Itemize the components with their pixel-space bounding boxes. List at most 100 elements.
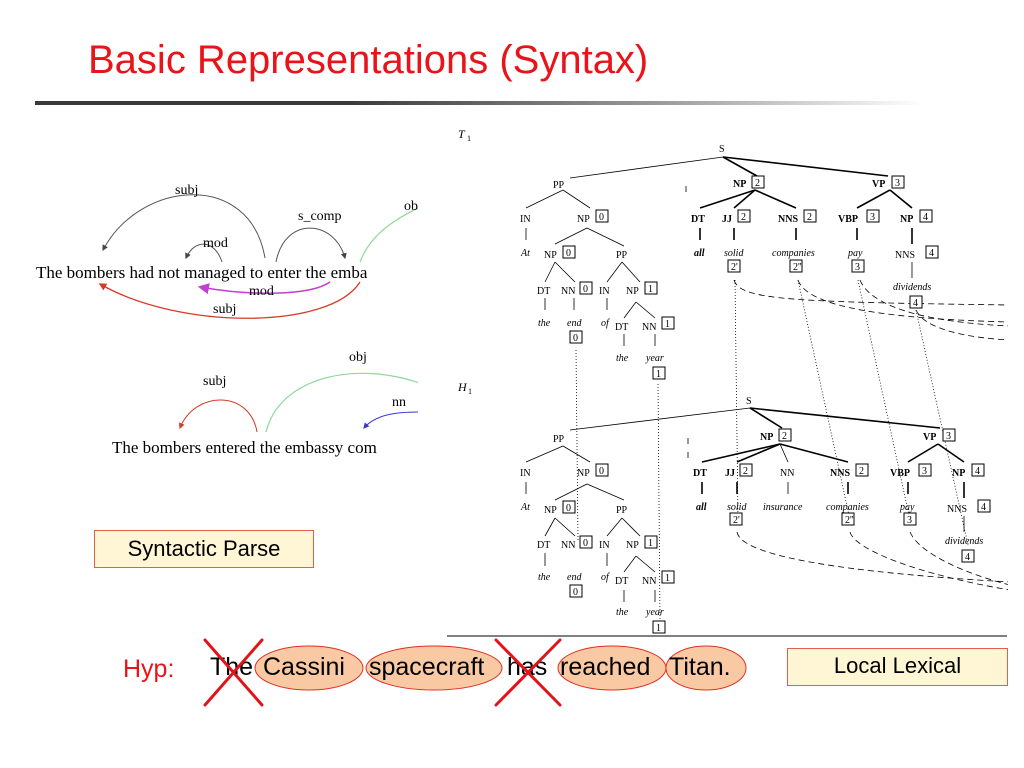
index-box <box>942 428 956 442</box>
index-box <box>595 209 609 223</box>
index-box <box>971 463 985 477</box>
index-box-number: 1 <box>665 319 670 330</box>
t1-all: all <box>694 248 705 259</box>
index-box <box>562 245 576 259</box>
index-box <box>644 281 658 295</box>
cross-has-b <box>494 638 562 707</box>
h1-S: S <box>746 396 752 407</box>
index-box-number: 2 <box>782 431 787 442</box>
h1-the2: the <box>616 607 629 618</box>
h1-the: the <box>538 572 551 583</box>
index-box-number: 0 <box>573 333 578 344</box>
h1-NP0b: NP <box>544 505 557 516</box>
h1-DT: DT <box>537 540 550 551</box>
index-box <box>652 620 666 634</box>
index-box <box>778 428 792 442</box>
arc-obj-bottom <box>265 372 418 433</box>
hyp-word-spacecraft: spacecraft <box>369 653 485 681</box>
index-box <box>569 330 583 344</box>
index-box-number: 4 <box>981 502 986 513</box>
t1-DT2: DT <box>615 322 628 333</box>
arc-mod-bottom <box>197 281 331 295</box>
index-box-number: 3 <box>922 466 927 477</box>
tree-t1-label: T <box>458 127 466 141</box>
index-box-number: 0 <box>566 503 571 514</box>
arc-label-subj-top: subj <box>175 183 198 198</box>
hyp-word-cassini: Cassini <box>263 653 345 681</box>
index-box-number: 4 <box>975 466 980 477</box>
hyp-word-titan: Titan. <box>669 653 731 681</box>
dep-sentence-bottom: The bombers entered the embassy com <box>112 438 377 457</box>
h1-DT2: DT <box>615 576 628 587</box>
t1-NP1: NP <box>626 286 639 297</box>
t1-solid: solid <box>724 248 744 259</box>
index-box-number: 2' <box>731 262 738 273</box>
slide-title: Basic Representations (Syntax) <box>88 38 649 82</box>
index-box-number: 4 <box>929 248 934 259</box>
index-box-number: 1 <box>656 623 661 634</box>
index-box <box>739 463 753 477</box>
index-box <box>891 175 905 189</box>
index-box <box>855 463 869 477</box>
arc-label-subj-red: subj <box>213 302 236 317</box>
highlight-spacecraft <box>365 645 503 691</box>
t1-end: end <box>567 318 582 329</box>
arc-subj-bottom <box>178 399 258 433</box>
h1-companies: companies <box>826 502 869 513</box>
index-box-number: 0 <box>583 538 588 549</box>
index-box-number: 2'' <box>793 262 802 273</box>
t1-NN2: NN <box>642 322 656 333</box>
index-box <box>562 500 576 514</box>
h1-DT3: DT <box>693 468 707 479</box>
t1-NP0: NP <box>577 214 590 225</box>
local-lexical-label: Local Lexical <box>787 648 1008 686</box>
index-box <box>729 512 743 526</box>
t1-S: S <box>719 144 725 155</box>
index-box <box>661 316 675 330</box>
index-box-number: 2 <box>755 178 760 189</box>
arc-mod-top <box>185 243 223 263</box>
arc-label-ob: ob <box>404 199 418 214</box>
index-box-number: 1 <box>648 538 653 549</box>
t1-year: year <box>645 353 664 364</box>
index-box-number: 0 <box>599 212 604 223</box>
h1-JJ: JJ <box>725 468 735 479</box>
index-box-number: 1 <box>656 369 661 380</box>
index-box <box>841 512 855 526</box>
h1-NNS4: NNS <box>947 504 967 515</box>
index-box <box>751 175 765 189</box>
h1-PP2: PP <box>616 505 628 516</box>
hyp-word-reached: reached <box>560 653 651 681</box>
t1-JJ: JJ <box>722 214 732 225</box>
h1-IN2: IN <box>599 540 610 551</box>
arc-label-obj: obj <box>349 350 367 365</box>
h1-NP2: NP <box>760 432 773 443</box>
cross-the-b <box>203 638 264 707</box>
index-box-number: 0 <box>583 284 588 295</box>
index-box <box>595 463 609 477</box>
h1-At: At <box>520 502 530 513</box>
h1-NN2: NN <box>642 576 656 587</box>
index-box <box>652 366 666 380</box>
h1-NN3: NN <box>780 468 794 479</box>
t1-NP4: NP <box>900 214 913 225</box>
index-box <box>727 259 741 273</box>
index-box <box>569 584 583 598</box>
arc-label-mod-bottom: mod <box>249 284 274 299</box>
index-box-number: 2' <box>733 515 740 526</box>
t1-the2: the <box>616 353 629 364</box>
title-underline <box>35 101 925 105</box>
t1-pay: pay <box>847 248 863 259</box>
syntactic-parse-label: Syntactic Parse <box>94 530 314 568</box>
tree-h1-sub: 1 <box>468 387 472 396</box>
t1-IN2: IN <box>599 286 610 297</box>
arc-nn <box>363 411 418 429</box>
arc-subj-top <box>102 194 266 259</box>
tree-h1-label: H <box>457 380 468 394</box>
index-box <box>977 499 991 513</box>
t1-NP2: NP <box>733 179 746 190</box>
t1-VBP: VBP <box>838 214 858 225</box>
index-box-number: 0 <box>599 466 604 477</box>
